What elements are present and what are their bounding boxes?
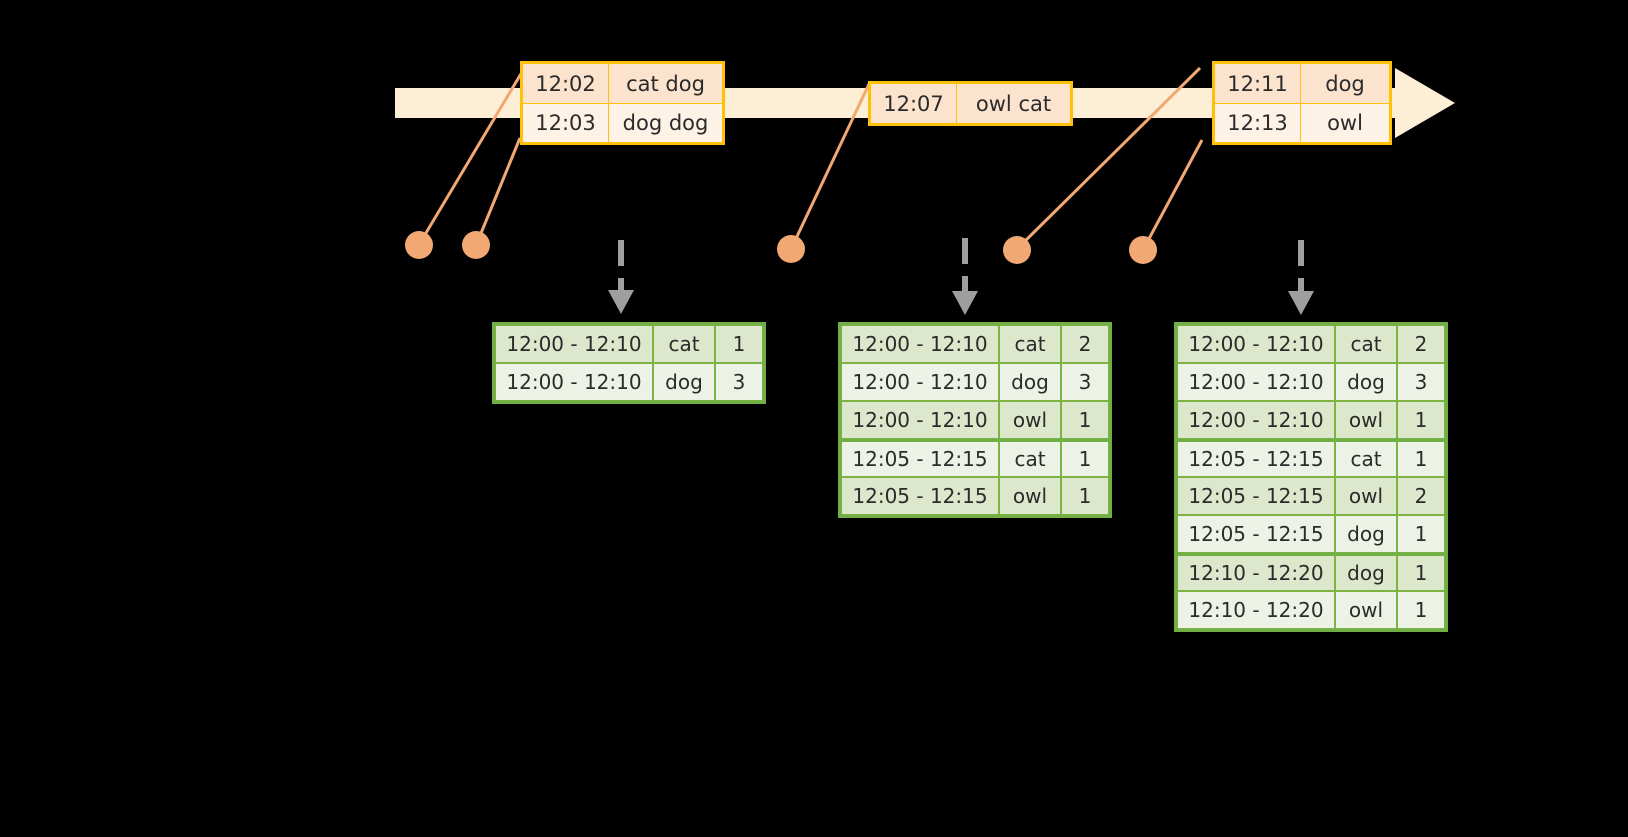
event-dot-5 xyxy=(1129,236,1157,264)
cell-count: 1 xyxy=(1397,553,1445,591)
cell-word: cat xyxy=(653,325,715,363)
cell-window: 12:00 - 12:10 xyxy=(1177,363,1335,401)
cell-word: dog xyxy=(1335,553,1397,591)
cell-word: cat xyxy=(999,325,1061,363)
cell-count: 1 xyxy=(1397,591,1445,629)
event-time: 12:07 xyxy=(871,84,957,123)
cell-count: 1 xyxy=(1397,401,1445,439)
event-row[interactable]: 12:02 cat dog xyxy=(523,64,722,103)
event-dot-1 xyxy=(405,231,433,259)
event-words: dog xyxy=(1301,64,1389,103)
cell-window: 12:00 - 12:10 xyxy=(841,401,999,439)
event-row[interactable]: 12:13 owl xyxy=(1215,103,1389,142)
cell-word: dog xyxy=(1335,515,1397,553)
connector-line-1 xyxy=(418,61,530,244)
event-time: 12:03 xyxy=(523,103,609,142)
event-row[interactable]: 12:03 dog dog xyxy=(523,103,722,142)
event-words: owl xyxy=(1301,103,1389,142)
event-words: owl cat xyxy=(957,84,1070,123)
cell-window: 12:10 - 12:20 xyxy=(1177,553,1335,591)
cell-count: 1 xyxy=(1397,515,1445,553)
cell-count: 1 xyxy=(1397,439,1445,477)
event-time: 12:11 xyxy=(1215,64,1301,103)
event-dot-4 xyxy=(1003,236,1031,264)
cell-count: 1 xyxy=(1061,401,1109,439)
cell-window: 12:10 - 12:20 xyxy=(1177,591,1335,629)
event-group-1[interactable]: 12:02 cat dog 12:03 dog dog xyxy=(520,61,725,145)
event-time: 12:13 xyxy=(1215,103,1301,142)
cell-count: 3 xyxy=(715,363,763,401)
cell-window: 12:00 - 12:10 xyxy=(841,363,999,401)
cell-window: 12:00 - 12:10 xyxy=(841,325,999,363)
connector-line-2 xyxy=(475,137,522,244)
cell-window: 12:05 - 12:15 xyxy=(1177,515,1335,553)
cell-window: 12:00 - 12:10 xyxy=(1177,401,1335,439)
event-words: cat dog xyxy=(609,64,722,103)
cell-count: 1 xyxy=(1061,439,1109,477)
cell-window: 12:00 - 12:10 xyxy=(495,363,653,401)
cell-word: owl xyxy=(999,477,1061,515)
cell-word: cat xyxy=(999,439,1061,477)
cell-window: 12:05 - 12:15 xyxy=(841,477,999,515)
cell-word: owl xyxy=(1335,477,1397,515)
cell-word: owl xyxy=(1335,401,1397,439)
event-row[interactable]: 12:11 dog xyxy=(1215,64,1389,103)
cell-count: 1 xyxy=(1061,477,1109,515)
event-words: dog dog xyxy=(609,103,722,142)
cell-window: 12:05 - 12:15 xyxy=(841,439,999,477)
connector-line-5 xyxy=(1142,139,1204,249)
event-dot-3 xyxy=(777,235,805,263)
cell-word: dog xyxy=(999,363,1061,401)
cell-count: 1 xyxy=(715,325,763,363)
event-dot-2 xyxy=(462,231,490,259)
cell-window: 12:00 - 12:10 xyxy=(495,325,653,363)
event-row[interactable]: 12:07 owl cat xyxy=(871,84,1070,123)
cell-count: 2 xyxy=(1061,325,1109,363)
cell-word: dog xyxy=(1335,363,1397,401)
cell-word: cat xyxy=(1335,439,1397,477)
event-dots xyxy=(405,231,1157,264)
cell-word: owl xyxy=(999,401,1061,439)
cell-count: 2 xyxy=(1397,477,1445,515)
cell-count: 3 xyxy=(1397,363,1445,401)
arrowhead-3 xyxy=(1288,291,1314,315)
event-time: 12:02 xyxy=(523,64,609,103)
cell-count: 3 xyxy=(1061,363,1109,401)
arrowhead-1 xyxy=(608,290,634,314)
cell-word: dog xyxy=(653,363,715,401)
event-group-2[interactable]: 12:07 owl cat xyxy=(868,81,1073,126)
cell-word: owl xyxy=(1335,591,1397,629)
connector-line-3 xyxy=(790,81,872,248)
cell-window: 12:05 - 12:15 xyxy=(1177,477,1335,515)
cell-word: cat xyxy=(1335,325,1397,363)
cell-count: 2 xyxy=(1397,325,1445,363)
table-pointer-arrowheads xyxy=(608,290,1314,315)
arrowhead-2 xyxy=(952,291,978,315)
cell-window: 12:00 - 12:10 xyxy=(1177,325,1335,363)
event-group-3[interactable]: 12:11 dog 12:13 owl xyxy=(1212,61,1392,145)
table-pointer-arrows xyxy=(618,238,1304,296)
cell-window: 12:05 - 12:15 xyxy=(1177,439,1335,477)
